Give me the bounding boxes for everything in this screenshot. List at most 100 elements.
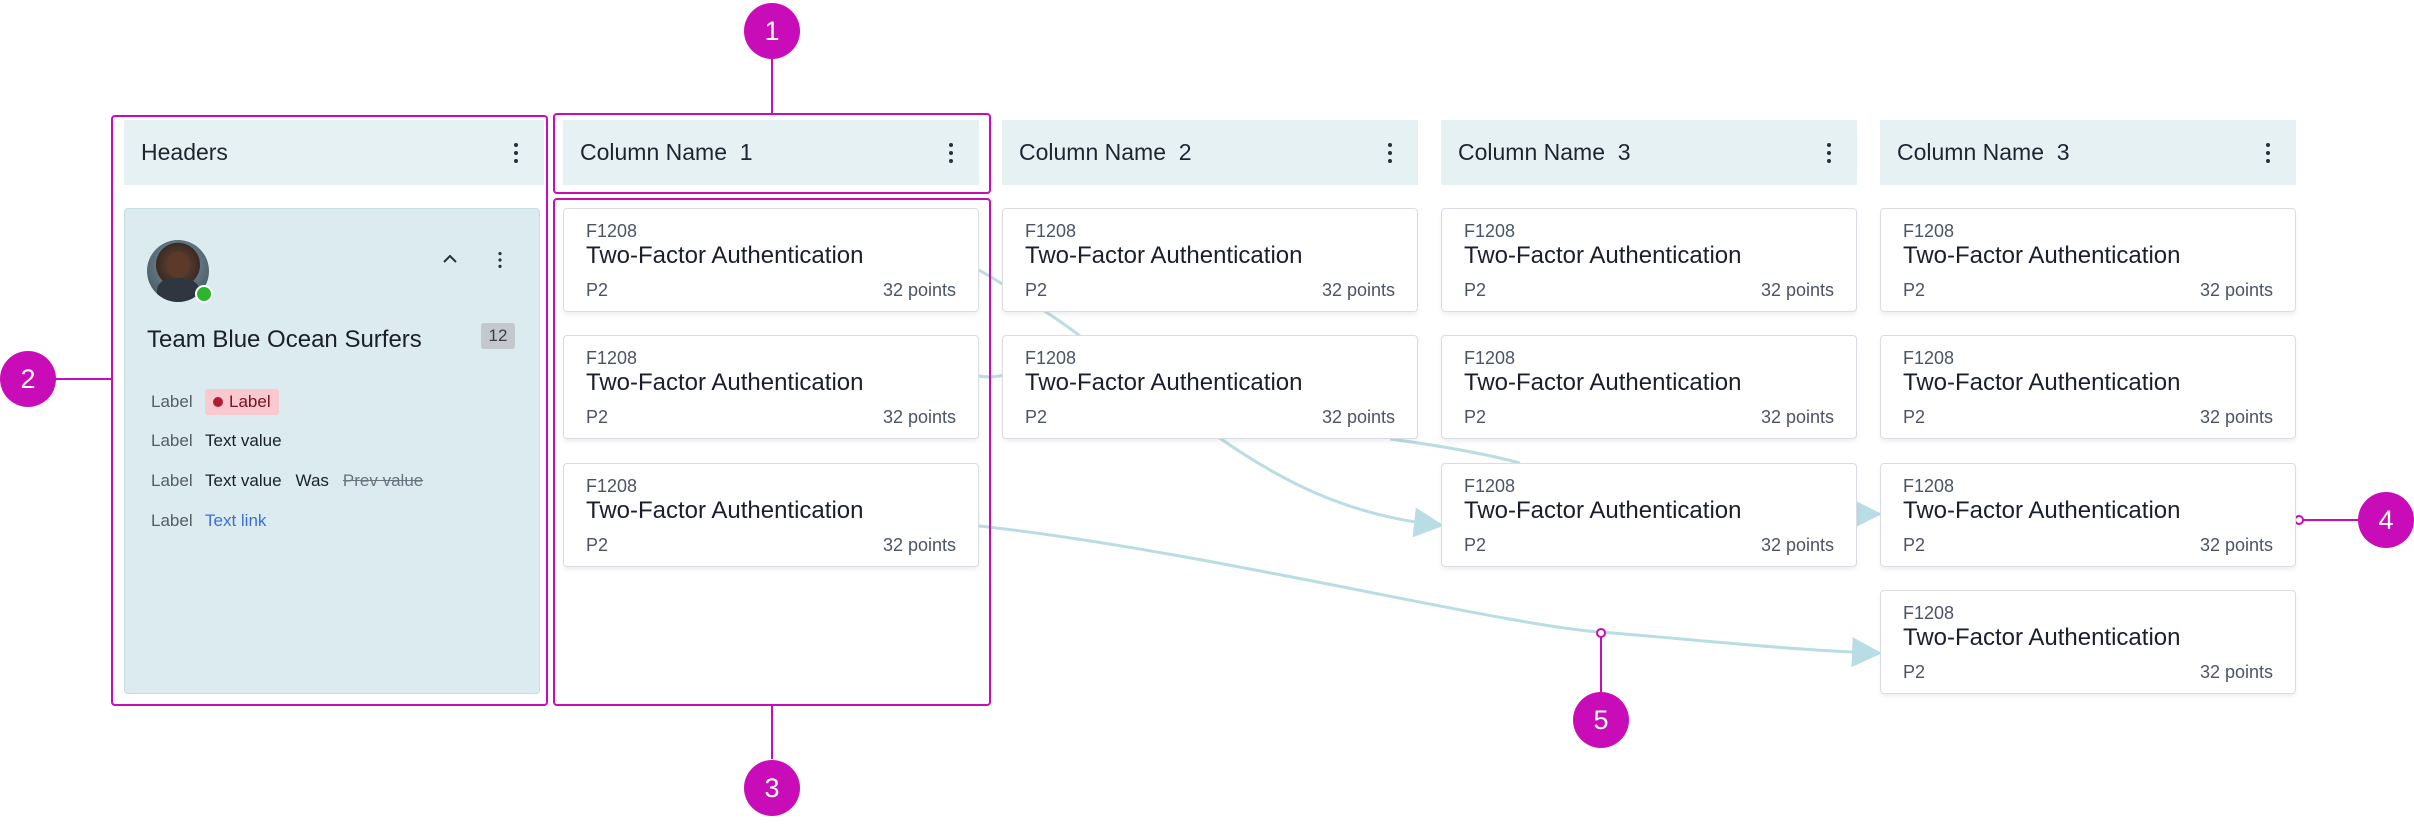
- highlight-column-body: [553, 198, 991, 706]
- card-title: Two-Factor Authentication: [1903, 497, 2181, 524]
- card-priority: P2: [1464, 535, 1487, 555]
- highlight-column-header: [553, 113, 991, 194]
- column-title: Column Name 1: [580, 139, 753, 165]
- column-header-2: Column Name 2: [1002, 120, 1418, 185]
- task-card[interactable]: F1208 Two-Factor Authentication P2 32 po…: [1441, 463, 1857, 567]
- card-points: 32 points: [1760, 407, 1834, 427]
- card-title: Two-Factor Authentication: [1464, 369, 1742, 396]
- online-status-indicator: [195, 285, 213, 303]
- card-id: F1208: [1903, 603, 1955, 623]
- tag-label: Label: [229, 392, 271, 411]
- card-points: 32 points: [882, 280, 956, 300]
- task-card[interactable]: F1208 Two-Factor Authentication P2 32 po…: [1880, 463, 2296, 567]
- callout-2: 2: [0, 351, 56, 407]
- card-priority: P2: [1025, 407, 1048, 427]
- tag-dot: [213, 397, 223, 407]
- card-priority: P2: [1903, 662, 1926, 682]
- card-id: F1208: [1464, 221, 1516, 241]
- task-card[interactable]: F1208 Two-Factor Authentication P2 32 po…: [1880, 208, 2296, 312]
- field-label: Label: [151, 431, 193, 450]
- card-points: 32 points: [882, 407, 956, 427]
- card-id: F1208: [1903, 221, 1955, 241]
- field-row: Label Text link: [151, 511, 266, 531]
- card-id: F1208: [586, 348, 638, 368]
- field-label: Label: [151, 471, 193, 490]
- callout-1: 1: [744, 3, 800, 59]
- task-card[interactable]: F1208 Two-Factor Authentication P2 32 po…: [1441, 335, 1857, 439]
- card-title: Two-Factor Authentication: [1903, 369, 2181, 396]
- card-points: 32 points: [2199, 662, 2273, 682]
- previous-value: Prev value: [342, 471, 424, 490]
- column-title: Column Name 3: [1897, 139, 2070, 165]
- chevron-up-icon[interactable]: [441, 252, 459, 266]
- card-id: F1208: [586, 476, 638, 496]
- card-title: Two-Factor Authentication: [1903, 242, 2181, 269]
- field-label: Label: [151, 392, 193, 411]
- card-priority: P2: [1903, 280, 1926, 300]
- more-options-icon[interactable]: [2256, 136, 2280, 170]
- status-tag: Label: [205, 389, 279, 415]
- card-id: F1208: [586, 221, 638, 241]
- connector-line: [978, 524, 1882, 668]
- card-priority: P2: [1025, 280, 1048, 300]
- task-card[interactable]: F1208 Two-Factor Authentication P2 32 po…: [563, 463, 979, 567]
- highlight-headers-panel: [111, 115, 548, 706]
- column-header-3: Column Name 3: [1441, 120, 1857, 185]
- card-priority: P2: [586, 280, 609, 300]
- card-priority: P2: [1464, 280, 1487, 300]
- more-options-icon[interactable]: [490, 246, 509, 273]
- more-options-icon[interactable]: [939, 136, 963, 170]
- card-priority: P2: [1903, 407, 1926, 427]
- task-card[interactable]: F1208 Two-Factor Authentication P2 32 po…: [1880, 590, 2296, 694]
- more-options-icon[interactable]: [504, 136, 528, 170]
- task-card[interactable]: F1208 Two-Factor Authentication P2 32 po…: [1002, 335, 1418, 439]
- card-title: Two-Factor Authentication: [586, 369, 864, 396]
- text-link[interactable]: Text link: [205, 511, 267, 530]
- task-card[interactable]: F1208 Two-Factor Authentication P2 32 po…: [1880, 335, 2296, 439]
- team-name: Team Blue Ocean Surfers: [147, 326, 422, 353]
- was-label: Was: [295, 471, 329, 490]
- team-panel: Team Blue Ocean Surfers 12 Label Label L…: [124, 208, 540, 694]
- card-priority: P2: [1903, 535, 1926, 555]
- card-priority: P2: [586, 407, 609, 427]
- card-title: Two-Factor Authentication: [1464, 242, 1742, 269]
- headers-panel-header: Headers: [124, 120, 544, 185]
- callout-3: 3: [744, 760, 800, 816]
- field-label: Label: [151, 511, 193, 530]
- card-points: 32 points: [1321, 407, 1395, 427]
- column-header-4: Column Name 3: [1880, 120, 2296, 185]
- column-title: Column Name 2: [1019, 139, 1192, 165]
- card-points: 32 points: [1760, 535, 1834, 555]
- card-priority: P2: [1464, 407, 1487, 427]
- headers-title: Headers: [141, 139, 228, 165]
- card-title: Two-Factor Authentication: [1464, 497, 1742, 524]
- task-card[interactable]: F1208 Two-Factor Authentication P2 32 po…: [1002, 208, 1418, 312]
- card-title: Two-Factor Authentication: [1903, 624, 2181, 651]
- task-card[interactable]: F1208 Two-Factor Authentication P2 32 po…: [563, 335, 979, 439]
- card-points: 32 points: [1321, 280, 1395, 300]
- field-value: Text value: [205, 471, 282, 490]
- callout-4: 4: [2358, 492, 2414, 548]
- card-points: 32 points: [882, 535, 956, 555]
- count-badge: 12: [481, 323, 515, 349]
- field-row: Label Label: [151, 389, 279, 415]
- task-card[interactable]: F1208 Two-Factor Authentication P2 32 po…: [563, 208, 979, 312]
- task-card[interactable]: F1208 Two-Factor Authentication P2 32 po…: [1441, 208, 1857, 312]
- card-id: F1208: [1464, 348, 1516, 368]
- card-title: Two-Factor Authentication: [1025, 242, 1303, 269]
- card-id: F1208: [1464, 476, 1516, 496]
- card-title: Two-Factor Authentication: [586, 242, 864, 269]
- callout-5: 5: [1573, 692, 1629, 748]
- field-row: Label Text value: [151, 431, 282, 451]
- card-title: Two-Factor Authentication: [1025, 369, 1303, 396]
- card-priority: P2: [586, 535, 609, 555]
- card-id: F1208: [1025, 348, 1077, 368]
- connector-line: [1389, 437, 1521, 465]
- column-title: Column Name 3: [1458, 139, 1631, 165]
- more-options-icon[interactable]: [1817, 136, 1841, 170]
- card-points: 32 points: [2199, 535, 2273, 555]
- column-header-1: Column Name 1: [563, 120, 979, 185]
- card-points: 32 points: [1760, 280, 1834, 300]
- more-options-icon[interactable]: [1378, 136, 1402, 170]
